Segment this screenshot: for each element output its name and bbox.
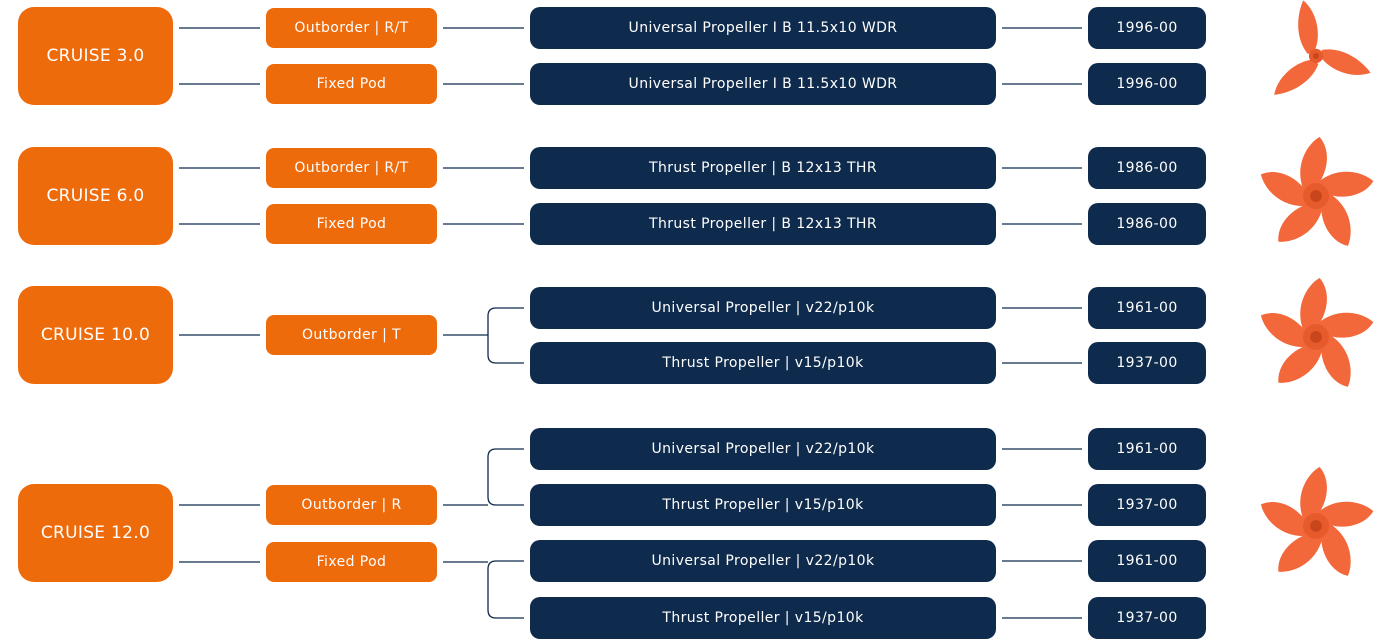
propeller-name: Universal Propeller I B 11.5x10 WDR [530,63,996,105]
part-number: 1996-00 [1088,63,1206,105]
part-number: 1986-00 [1088,203,1206,245]
part-number: 1961-00 [1088,287,1206,329]
mount-fork-line [443,448,524,506]
part-number: 1937-00 [1088,597,1206,639]
propeller-name: Universal Propeller I B 11.5x10 WDR [530,7,996,49]
model-box: CRUISE 10.0 [18,286,173,384]
propeller-name: Thrust Propeller | v15/p10k [530,484,996,526]
mount-fork-line [443,560,524,619]
model-box: CRUISE 12.0 [18,484,173,582]
mount-pill: Outborder | R/T [266,148,437,188]
five-blade-propeller-icon [1260,137,1374,246]
part-number: 1986-00 [1088,147,1206,189]
mount-pill: Fixed Pod [266,542,437,582]
five-blade-propeller-icon [1260,278,1374,387]
part-number: 1961-00 [1088,428,1206,470]
propeller-name: Thrust Propeller | v15/p10k [530,597,996,639]
part-number: 1937-00 [1088,342,1206,384]
mount-pill: Fixed Pod [266,64,437,104]
part-number: 1937-00 [1088,484,1206,526]
model-box: CRUISE 3.0 [18,7,173,105]
mount-pill: Outborder | R/T [266,8,437,48]
mount-fork-line [443,307,524,364]
mount-pill: Outborder | R [266,485,437,525]
model-box: CRUISE 6.0 [18,147,173,245]
three-blade-propeller-icon [1274,0,1371,95]
propeller-name: Thrust Propeller | v15/p10k [530,342,996,384]
part-number: 1996-00 [1088,7,1206,49]
mount-pill: Outborder | T [266,315,437,355]
part-number: 1961-00 [1088,540,1206,582]
five-blade-propeller-icon [1260,467,1374,576]
propeller-name: Universal Propeller | v22/p10k [530,540,996,582]
propeller-name: Thrust Propeller | B 12x13 THR [530,203,996,245]
propeller-name: Thrust Propeller | B 12x13 THR [530,147,996,189]
propeller-name: Universal Propeller | v22/p10k [530,287,996,329]
propeller-name: Universal Propeller | v22/p10k [530,428,996,470]
mount-pill: Fixed Pod [266,204,437,244]
